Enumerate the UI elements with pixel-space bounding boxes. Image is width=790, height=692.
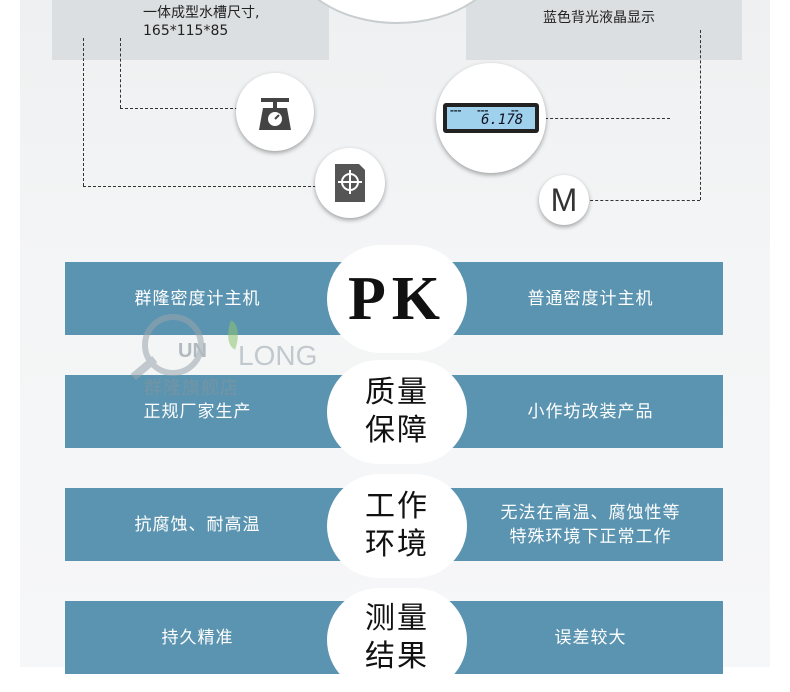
category-line: 工作	[365, 489, 429, 524]
callout-line	[585, 200, 700, 201]
row-right-line: 特殊环境下正常工作	[509, 526, 672, 547]
scale-icon	[236, 73, 314, 151]
lcd-frame: ▬▬▬ ▬▬▬ ▬▬ 6.178	[443, 103, 539, 133]
category-line: 测量	[365, 601, 429, 636]
callout-line	[700, 30, 701, 200]
category-line: 环境	[365, 527, 429, 562]
callout-line	[120, 38, 121, 108]
size-caption-panel	[52, 0, 329, 60]
row-right-text: 小作坊改装产品	[458, 375, 723, 448]
calibration-icon	[315, 148, 385, 218]
category-line: 质量	[365, 375, 429, 410]
category-line: 结果	[365, 639, 429, 674]
lcd-reading: 6.178	[481, 112, 524, 128]
size-caption-line-2: 165*115*85	[143, 23, 229, 39]
lcd-small-label: ▬▬▬	[450, 108, 462, 113]
category-line: 保障	[365, 413, 429, 448]
size-caption-line-1: 一体成型水槽尺寸,	[143, 5, 260, 21]
callout-line	[120, 108, 238, 109]
size-caption: 一体成型水槽尺寸, 165*115*85	[143, 4, 259, 40]
callout-line	[83, 186, 321, 187]
callout-line	[545, 118, 670, 119]
lcd-display-icon: ▬▬▬ ▬▬▬ ▬▬ 6.178	[436, 63, 546, 173]
display-caption: 蓝色背光液晶显示	[543, 10, 655, 26]
pk-text: PK	[347, 264, 447, 333]
lcd-small-label: ▬▬	[511, 108, 519, 113]
pk-badge: PK	[327, 245, 467, 353]
lcd-small-label: ▬▬▬	[477, 108, 489, 113]
category-oval: 测量 结果	[327, 588, 467, 692]
row-right-line: 误差较大	[554, 627, 627, 648]
mode-badge: M	[550, 181, 578, 218]
row-right-text: 误差较大	[458, 601, 723, 674]
row-right-line: 无法在高温、腐蚀性等	[500, 502, 681, 523]
row-left-text: 持久精准	[161, 627, 234, 648]
lcd-screen: ▬▬▬ ▬▬▬ ▬▬ 6.178	[447, 107, 535, 129]
category-oval: 质量 保障	[327, 360, 467, 464]
row-left-text: 抗腐蚀、耐高温	[134, 514, 261, 535]
row-left-text: 正规厂家生产	[143, 401, 252, 422]
row-right-line: 小作坊改装产品	[527, 401, 654, 422]
callout-line	[83, 38, 84, 186]
competitor-label: 普通密度计主机	[527, 288, 654, 309]
category-oval: 工作 环境	[327, 474, 467, 578]
mode-m-icon: M	[539, 175, 589, 225]
display-caption-panel	[466, 0, 742, 60]
our-product-label: 群隆密度计主机	[134, 288, 261, 309]
row-right-text: 无法在高温、腐蚀性等 特殊环境下正常工作	[458, 488, 723, 561]
